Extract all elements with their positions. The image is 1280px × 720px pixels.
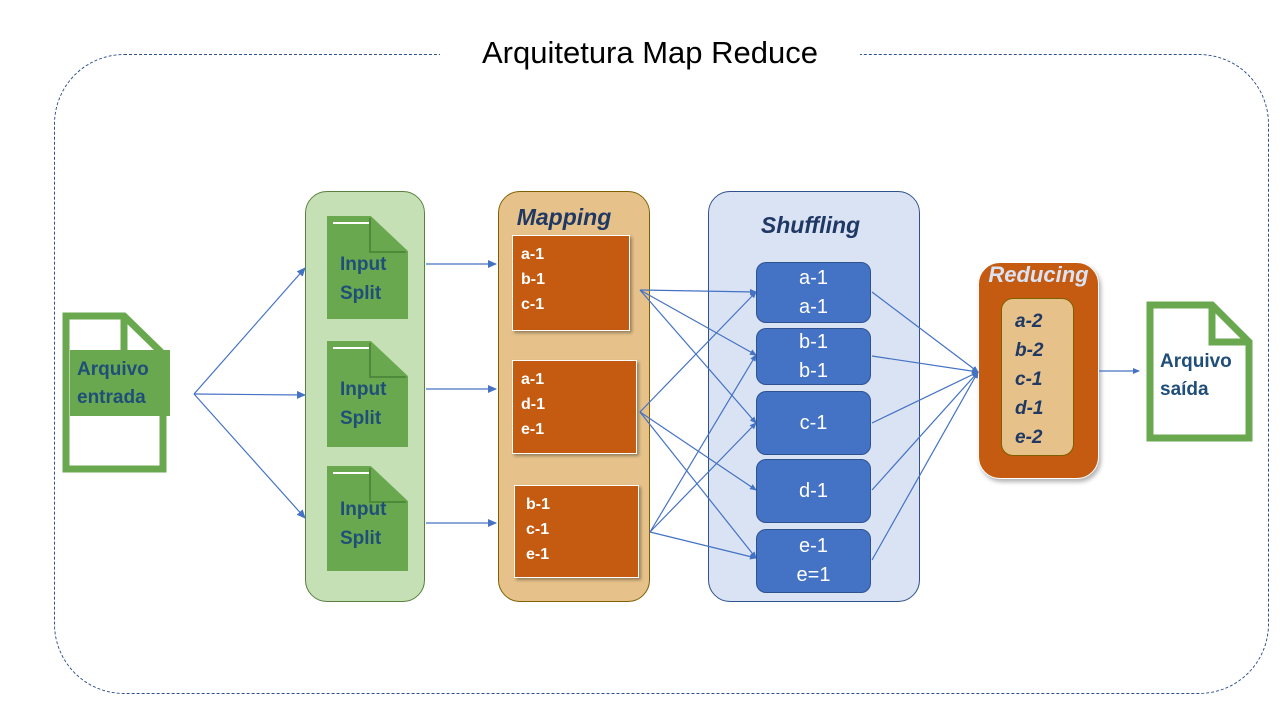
arrow-shuf-d-reduce: [871, 371, 979, 491]
mapping-label: Mapping: [516, 204, 612, 230]
reduce-item-5: e-2: [1015, 427, 1043, 448]
diagram-title: Arquitetura Map Reduce: [440, 30, 860, 78]
split-label-1-line1: Input: [340, 254, 387, 275]
shuffle-d-line-1: d-1: [799, 479, 828, 502]
map-3-line-2: c-1: [526, 521, 550, 538]
map-2-line-2: d-1: [521, 396, 545, 413]
map-1-line-1: a-1: [521, 246, 545, 263]
split-label-2-line1: Input: [340, 379, 387, 400]
output-file-label: Arquivo saída: [1160, 348, 1232, 404]
reduce-item-4: d-1: [1015, 398, 1044, 419]
arrow-map3-b: [649, 354, 757, 533]
arrow-shuf-a-reduce: [871, 291, 979, 373]
output-file-label-line1: Arquivo: [1160, 351, 1232, 372]
map-1-line-3: c-1: [521, 296, 545, 313]
map-3-line-3: e-1: [526, 546, 550, 563]
output-file-icon: [1146, 301, 1253, 442]
map-box-2: a-1 d-1 e-1: [512, 360, 637, 454]
split-label-1: Input Split: [340, 250, 386, 308]
shuffle-c-line-1: c-1: [799, 411, 828, 434]
arrow-map2-e: [639, 411, 757, 559]
shuffle-box-e: e-1 e=1: [756, 529, 871, 593]
shuffling-label: Shuffling: [760, 212, 861, 238]
split-label-2-line2: Split: [340, 408, 382, 429]
shuffle-box-a: a-1 a-1: [756, 262, 871, 323]
split-label-3-line1: Input: [340, 499, 387, 520]
input-file-label-line1: Arquivo: [77, 359, 149, 380]
shuffle-e-line-2: e=1: [796, 564, 831, 586]
map-box-3: b-1 c-1 e-1: [514, 485, 639, 578]
split-doc-icon-3: [327, 466, 408, 571]
input-file-label: Arquivo entrada: [77, 356, 149, 412]
split-label-3: Input Split: [340, 495, 386, 553]
reduce-item-3: c-1: [1015, 369, 1043, 390]
arrow-input-split-3: [193, 393, 306, 519]
arrow-shuf-c-reduce: [871, 371, 979, 424]
split-label-1-line2: Split: [340, 283, 382, 304]
split-label-3-line2: Split: [340, 528, 382, 549]
arrow-input-split-1: [193, 267, 306, 395]
map-box-1: a-1 b-1 c-1: [512, 235, 630, 331]
split-doc-icon-2: [327, 341, 408, 447]
arrow-map1-a: [639, 288, 757, 295]
map-1-line-2: b-1: [521, 271, 545, 288]
shuffle-box-c: c-1: [756, 391, 871, 455]
arrow-shuf-b-reduce: [871, 355, 979, 375]
shuffle-a-line-1: a-1: [799, 266, 828, 289]
reduce-item-2: b-2: [1015, 340, 1044, 361]
arrow-map1-c: [639, 289, 757, 424]
arrow-map3-e: [649, 531, 757, 560]
shuffle-a-line-2: a-1: [799, 295, 828, 318]
output-file-label-line2: saída: [1160, 379, 1209, 400]
split-doc-icon-1: [327, 216, 408, 319]
split-label-2: Input Split: [340, 375, 386, 433]
input-file-label-line2: entrada: [77, 387, 146, 408]
reduce-result-box: a-2 b-2 c-1 d-1 e-2: [1001, 298, 1074, 456]
shuffle-e-line-1: e-1: [799, 535, 828, 557]
map-3-line-1: b-1: [526, 496, 550, 513]
shuffle-b-line-2: b-1: [799, 359, 828, 382]
map-2-line-1: a-1: [521, 371, 545, 388]
arrow-shuf-e-reduce: [871, 371, 979, 561]
reducing-label: Reducing: [988, 262, 1089, 287]
arrow-map2-a: [639, 291, 757, 413]
reduce-item-1: a-2: [1015, 311, 1043, 332]
shuffle-box-b: b-1 b-1: [756, 328, 871, 385]
arrow-map3-c: [649, 422, 757, 533]
shuffle-b-line-1: b-1: [799, 330, 828, 353]
map-2-line-3: e-1: [521, 421, 545, 438]
arrow-input-split-2: [193, 390, 306, 399]
input-file-icon: [62, 312, 170, 473]
shuffle-box-d: d-1: [756, 459, 871, 523]
arrow-map1-b: [639, 289, 757, 356]
